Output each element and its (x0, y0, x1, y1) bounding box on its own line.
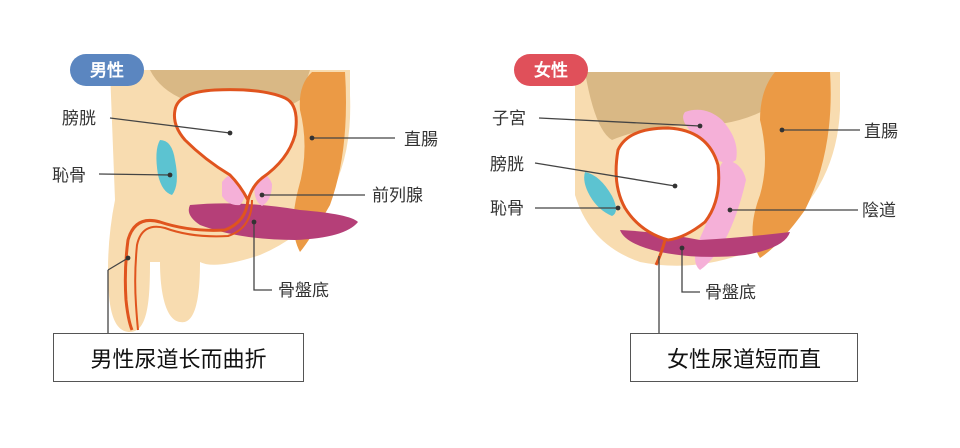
female-label-pubic-bone: 恥骨 (490, 199, 524, 219)
male-pubic-bone (156, 140, 177, 195)
male-caption: 男性尿道长而曲折 (53, 333, 304, 382)
female-label-vagina: 陰道 (862, 201, 896, 221)
male-label-rectum: 直腸 (404, 130, 438, 150)
female-label-uterus: 子宮 (492, 109, 526, 129)
female-badge (514, 54, 588, 86)
male-urethra-2 (134, 199, 253, 331)
female-pubic-bone (584, 172, 616, 216)
female-label-rectum: 直腸 (864, 122, 898, 142)
female-leaders (534, 117, 860, 333)
female-rectum (752, 72, 831, 258)
male-leaders (98, 117, 395, 333)
female-label-bladder: 膀胱 (490, 155, 524, 175)
male-bladder (173, 88, 298, 204)
female-badge-text: 女性 (534, 60, 568, 81)
male-rectum (293, 72, 346, 252)
male-leader-dots (125, 130, 315, 261)
male-diagram: 男性 膀胱 恥骨 直腸 前列腺 骨盤底 (52, 54, 438, 333)
male-label-bladder: 膀胱 (62, 109, 96, 129)
male-label-pelvic-floor: 骨盤底 (278, 281, 329, 301)
male-label-pubic-bone: 恥骨 (52, 166, 86, 186)
female-diagram: 女性 子宮 膀胱 恥骨 直腸 陰道 骨盤底 (490, 54, 898, 333)
female-uterus (683, 109, 737, 164)
female-urethra (654, 239, 667, 266)
male-badge (70, 54, 144, 86)
female-leader-dots (615, 123, 785, 251)
female-bladder (614, 126, 721, 242)
male-urethra (123, 199, 250, 331)
female-label-pelvic-floor: 骨盤底 (705, 283, 756, 303)
male-pelvic-floor (188, 203, 358, 240)
male-label-prostate: 前列腺 (372, 186, 423, 206)
male-badge-text: 男性 (90, 60, 124, 81)
female-caption: 女性尿道短而直 (630, 333, 858, 382)
